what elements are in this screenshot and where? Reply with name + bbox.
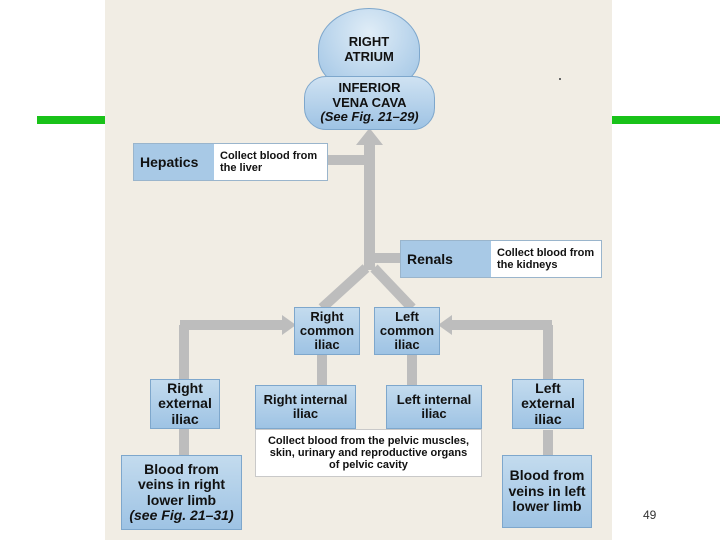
renals-desc: Collect blood from the kidneys <box>491 241 601 277</box>
left-internal-iliac-line1: Left internal <box>396 391 472 407</box>
internal-iliac-note: Collect blood from the pelvic muscles, s… <box>255 429 482 477</box>
right-external-iliac-line2: external <box>158 395 212 412</box>
hepatics-label: Hepatics <box>134 144 214 180</box>
internal-iliac-note-line2: skin, urinary and reproductive organs <box>269 446 468 459</box>
green-bar-right <box>612 116 720 124</box>
renals-label: Renals <box>401 241 491 277</box>
right-external-iliac: Right external iliac <box>150 379 220 429</box>
right-common-iliac-line1: Right <box>310 308 344 324</box>
green-bar-left <box>37 116 107 124</box>
left-lower-limb-veins: Blood from veins in left lower limb <box>502 455 592 528</box>
right-atrium-line1: RIGHT <box>348 34 390 49</box>
left-common-iliac-line1: Left <box>395 308 419 324</box>
right-common-iliac-line3: iliac <box>314 337 340 353</box>
hepatics-desc-line1: Collect blood from <box>220 149 318 162</box>
ivc-line2: VENA CAVA <box>332 94 407 110</box>
renals-box: Renals Collect blood from the kidneys <box>400 240 602 278</box>
left-common-iliac-line2: common <box>379 322 435 338</box>
renals-desc-line1: Collect blood from <box>497 246 595 259</box>
hepatics-box: Hepatics Collect blood from the liver <box>133 143 328 181</box>
right-external-iliac-line3: iliac <box>171 410 199 427</box>
right-atrium-line2: ATRIUM <box>344 48 394 64</box>
left-common-iliac-line3: iliac <box>394 337 420 353</box>
left-external-iliac-line2: external <box>521 395 575 412</box>
ivc-figure-ref: (See Fig. 21–29) <box>320 109 419 125</box>
right-common-iliac-line2: common <box>299 322 355 338</box>
left-lower-limb-line1: Blood from <box>509 467 585 484</box>
left-common-iliac: Left common iliac <box>374 307 440 355</box>
ivc-line1: INFERIOR <box>338 80 401 96</box>
right-internal-iliac-line2: iliac <box>292 406 319 421</box>
speck <box>559 78 561 80</box>
right-lower-limb-veins: Blood from veins in right lower limb (se… <box>121 455 242 530</box>
internal-iliac-note-line3: of pelvic cavity <box>329 459 408 472</box>
left-internal-iliac-line2: iliac <box>421 406 447 421</box>
right-lower-limb-line2: veins in right <box>137 476 226 493</box>
left-external-iliac-line1: Left <box>535 379 561 396</box>
right-internal-iliac: Right internal iliac <box>255 385 356 429</box>
inferior-vena-cava: INFERIOR VENA CAVA (See Fig. 21–29) <box>304 76 435 130</box>
internal-iliac-note-line1: Collect blood from the pelvic muscles, <box>267 434 470 447</box>
renals-desc-line2: the kidneys <box>497 259 558 271</box>
right-lower-limb-figure-ref: (see Fig. 21–31) <box>129 506 234 523</box>
left-external-iliac: Left external iliac <box>512 379 584 429</box>
right-lower-limb-line3: lower limb <box>146 491 217 508</box>
left-external-iliac-line3: iliac <box>534 410 562 427</box>
left-lower-limb-line2: veins in left <box>508 482 586 499</box>
right-external-iliac-line1: Right <box>167 379 203 396</box>
hepatics-desc: Collect blood from the liver <box>214 144 327 180</box>
left-lower-limb-line3: lower limb <box>512 498 582 515</box>
left-internal-iliac: Left internal iliac <box>386 385 482 429</box>
hepatics-desc-line2: the liver <box>220 162 263 174</box>
right-internal-iliac-line1: Right internal <box>263 391 348 407</box>
page-number: 49 <box>643 508 657 522</box>
right-lower-limb-line1: Blood from <box>144 460 219 477</box>
right-common-iliac: Right common iliac <box>294 307 360 355</box>
